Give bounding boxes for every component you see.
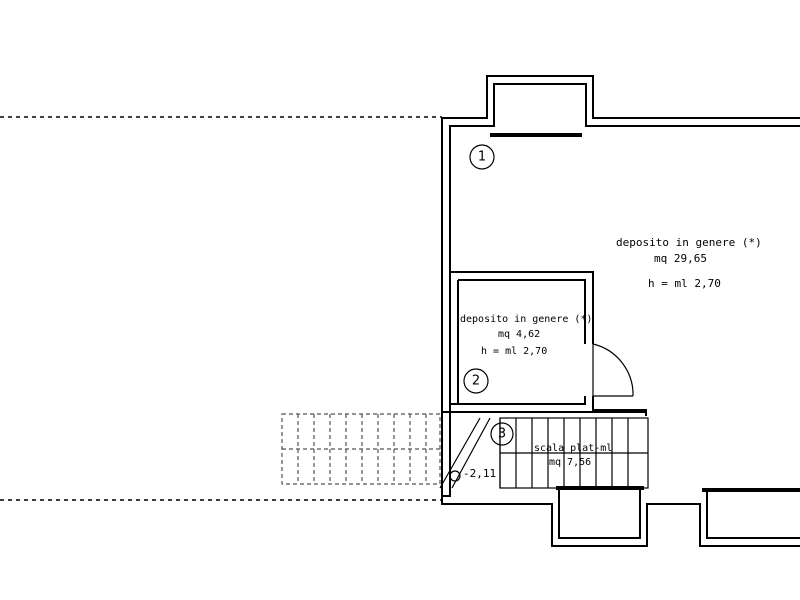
level-mark-label: -2,11	[463, 467, 496, 480]
room-number-1: 1	[469, 144, 495, 170]
window-bottom-right	[702, 488, 800, 492]
room-2-height: h = ml 2,70	[481, 346, 547, 357]
stair-treads	[439, 417, 649, 489]
window-top	[490, 133, 582, 137]
room-number-1-text: 1	[478, 150, 486, 165]
room-number-3: 3	[490, 422, 514, 446]
inner-room-walls	[442, 271, 647, 416]
outer-walls	[441, 75, 800, 547]
room-1-area: mq 29,65	[654, 252, 707, 265]
room-number-2-text: 2	[472, 374, 480, 389]
stair-projection-dashed	[281, 413, 441, 485]
room-2-name: deposito in genere (*)	[460, 314, 592, 325]
level-marker-icon	[449, 470, 461, 482]
room-1-name: deposito in genere (*)	[616, 236, 762, 249]
room-number-3-text: 3	[498, 427, 506, 442]
room-2-area: mq 4,62	[498, 329, 540, 340]
room-number-2: 2	[463, 368, 489, 394]
door-swing	[592, 343, 634, 397]
room-1-height: h = ml 2,70	[648, 277, 721, 290]
room-3-area: mq 7,56	[549, 457, 591, 468]
room-3-name: scala plat-ml	[534, 443, 612, 454]
